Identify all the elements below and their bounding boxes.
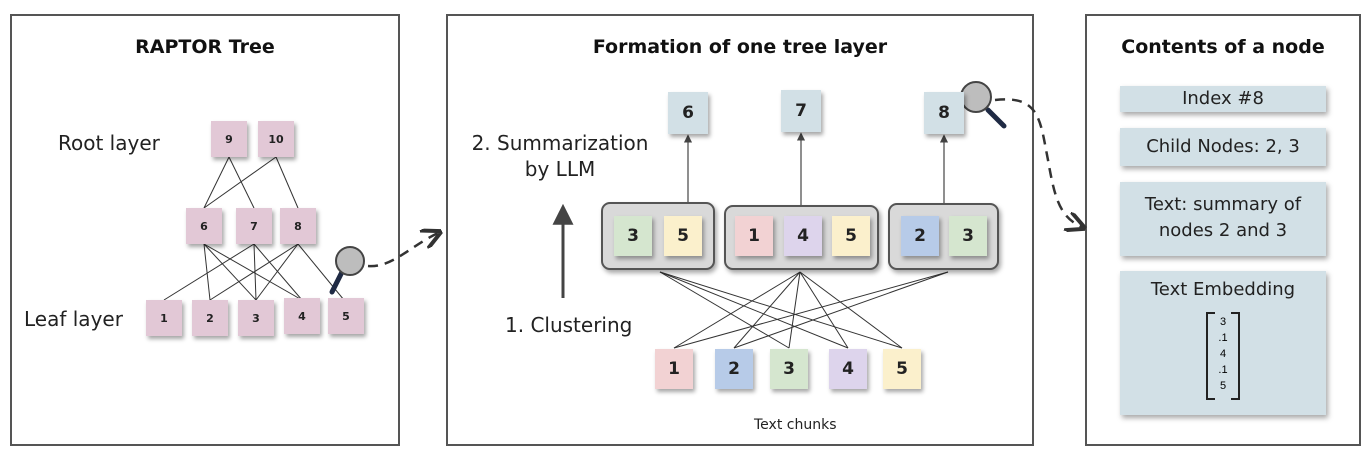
embedding-title: Text Embedding <box>1150 279 1296 300</box>
cluster-chunk: 4 <box>784 216 822 256</box>
clustering-label: 1. Clustering <box>505 313 633 337</box>
summarization-line: 2. Summarization <box>471 131 649 155</box>
text-chunks-label: Text chunks <box>754 417 837 433</box>
panel-title: Formation of one tree layer <box>592 36 888 58</box>
cluster-chunk: 3 <box>614 216 652 256</box>
summary-node: 8 <box>924 92 964 134</box>
text-chunk: 2 <box>715 349 753 389</box>
panel-title: RAPTOR Tree <box>135 36 275 58</box>
cluster-chunk: 2 <box>901 216 939 256</box>
embedding-value: .1 <box>1218 332 1228 344</box>
cluster-chunk: 5 <box>832 216 870 256</box>
tree-node: 1 <box>146 300 182 336</box>
node-children-box: Child Nodes: 2, 3 <box>1120 128 1326 166</box>
tree-node: 4 <box>284 298 320 334</box>
node-text-box: Text: summary of nodes 2 and 3 <box>1120 182 1326 256</box>
tree-node: 6 <box>186 208 222 244</box>
tree-node: 7 <box>236 208 272 244</box>
node-index-box: Index #8 <box>1120 86 1326 112</box>
text-chunk: 5 <box>883 349 921 389</box>
node-text-line: Text: summary of <box>1144 194 1302 215</box>
tree-node: 10 <box>258 121 294 157</box>
embedding-value: 4 <box>1219 348 1227 360</box>
leaf-layer-label: Leaf layer <box>24 307 123 331</box>
tree-node: 9 <box>211 121 247 157</box>
summary-node: 6 <box>668 92 708 134</box>
text-chunk: 1 <box>655 349 693 389</box>
embedding-vector: 3 .1 4 .1 5 <box>1206 312 1240 400</box>
summarization-label: 2. Summarization by LLM <box>460 131 660 181</box>
tree-node: 5 <box>328 298 364 334</box>
right-bracket-icon <box>1231 312 1240 400</box>
tree-node: 2 <box>192 300 228 336</box>
embedding-value: .1 <box>1218 364 1228 376</box>
node-embedding-box: Text Embedding <box>1120 271 1326 415</box>
node-text-line: nodes 2 and 3 <box>1158 220 1288 241</box>
tree-node: 3 <box>238 300 274 336</box>
root-layer-label: Root layer <box>58 131 160 155</box>
text-chunk: 3 <box>770 349 808 389</box>
text-chunk: 4 <box>829 349 867 389</box>
tree-node: 8 <box>280 208 316 244</box>
embedding-value: 5 <box>1219 380 1227 392</box>
cluster-chunk: 5 <box>664 216 702 256</box>
cluster-chunk: 1 <box>735 216 773 256</box>
cluster-chunk: 3 <box>949 216 987 256</box>
summarization-line: by LLM <box>524 157 596 181</box>
panel-title: Contents of a node <box>1121 36 1325 58</box>
left-bracket-icon <box>1206 312 1215 400</box>
embedding-value: 3 <box>1219 316 1227 328</box>
summary-node: 7 <box>781 90 821 132</box>
